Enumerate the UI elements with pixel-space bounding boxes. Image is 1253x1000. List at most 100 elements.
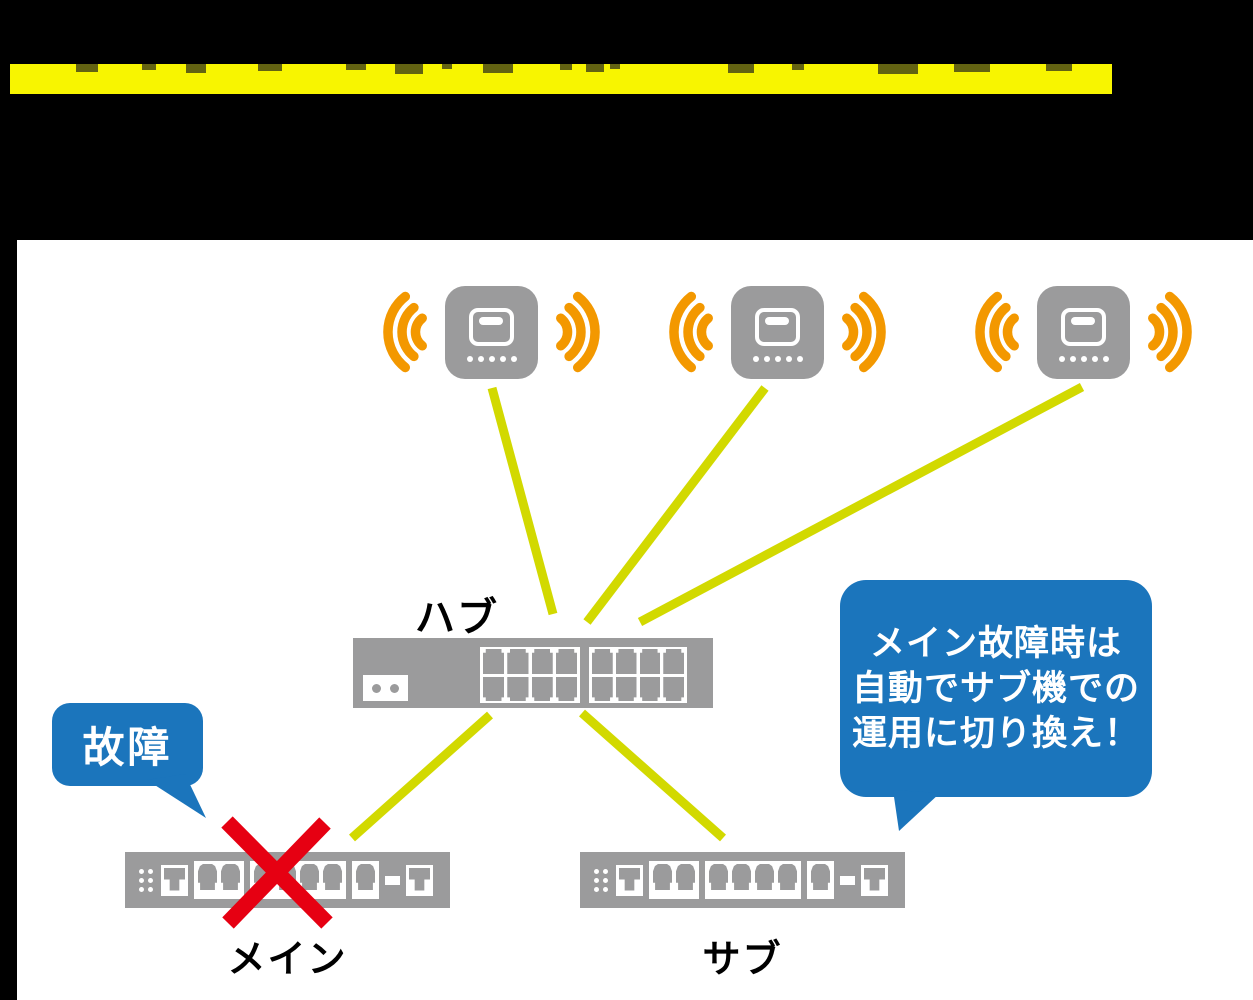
hub-port bbox=[531, 649, 553, 674]
device-port bbox=[653, 864, 672, 890]
device-port bbox=[732, 864, 751, 890]
highlight-title-bar bbox=[10, 64, 1112, 94]
hub-led bbox=[390, 683, 399, 693]
hub-port bbox=[639, 677, 661, 701]
hub-port bbox=[615, 677, 637, 701]
access-point-body bbox=[445, 285, 538, 379]
hub-port bbox=[663, 677, 684, 701]
ap-led-dots bbox=[445, 355, 538, 362]
main-device bbox=[125, 852, 450, 908]
wifi-waves-right-icon bbox=[1148, 291, 1192, 373]
device-port bbox=[221, 864, 240, 890]
device-port bbox=[277, 864, 296, 890]
diagram-panel: ハブ メイン サブ 故障 メイン故障時は 自動でサブ機での 運用に切り換え！ bbox=[17, 240, 1253, 1000]
hub-port bbox=[592, 677, 613, 701]
device-port-group bbox=[807, 861, 834, 899]
obscured-title-fragment bbox=[442, 64, 452, 69]
device-port-group bbox=[352, 861, 379, 899]
device-dash bbox=[840, 875, 855, 885]
hub-port bbox=[507, 677, 529, 701]
hub-port bbox=[483, 649, 505, 674]
failover-line-2: 自動でサブ機での bbox=[851, 669, 1140, 708]
device-socket-port bbox=[616, 864, 643, 896]
obscured-title-fragment bbox=[878, 64, 918, 74]
ap-top-panel bbox=[755, 307, 800, 346]
obscured-title-fragment bbox=[560, 64, 572, 70]
access-point-body bbox=[1037, 285, 1130, 379]
obscured-title-fragment bbox=[346, 64, 366, 70]
obscured-title-fragment bbox=[728, 64, 754, 73]
wifi-waves-left-icon bbox=[975, 291, 1019, 373]
obscured-title-fragment bbox=[483, 64, 513, 73]
hub-port bbox=[555, 677, 577, 701]
hub-port bbox=[531, 677, 553, 701]
cable-ap1-to-hub bbox=[487, 386, 558, 616]
wifi-waves-right-icon bbox=[556, 291, 600, 373]
device-port bbox=[254, 864, 273, 890]
wifi-waves-left-icon bbox=[669, 291, 713, 373]
ap-panel-slot bbox=[765, 316, 789, 325]
hub-led-panel bbox=[363, 675, 408, 701]
hub bbox=[353, 638, 713, 708]
hub-port bbox=[639, 649, 661, 674]
failure-callout-text: 故障 bbox=[82, 724, 173, 771]
hub-port bbox=[663, 649, 684, 674]
cable-hub-to-sub bbox=[579, 709, 726, 842]
device-port bbox=[676, 864, 695, 890]
wifi-waves-left-icon bbox=[383, 291, 427, 373]
obscured-title-fragment bbox=[610, 64, 620, 69]
hub-port bbox=[507, 649, 529, 674]
wifi-waves-right-icon bbox=[842, 291, 886, 373]
hub-port-block bbox=[589, 647, 687, 703]
access-point bbox=[370, 285, 613, 379]
obscured-title-fragment bbox=[186, 64, 206, 73]
ap-panel-slot bbox=[479, 316, 503, 325]
cable-hub-to-main bbox=[349, 711, 493, 842]
device-port bbox=[778, 864, 797, 890]
device-port bbox=[356, 864, 375, 890]
access-point bbox=[962, 285, 1205, 379]
device-dash bbox=[385, 875, 400, 885]
hub-port-block bbox=[480, 647, 580, 703]
ap-led-dots bbox=[731, 355, 824, 362]
hub-port bbox=[592, 649, 613, 674]
device-port bbox=[811, 864, 830, 890]
obscured-title-fragment bbox=[792, 64, 804, 70]
hub-port bbox=[483, 677, 505, 701]
device-port bbox=[709, 864, 728, 890]
cable-ap2-to-hub bbox=[583, 385, 769, 625]
device-port bbox=[198, 864, 217, 890]
sub-device-label: サブ bbox=[702, 939, 783, 981]
failover-line-1: メイン故障時は bbox=[869, 624, 1122, 663]
obscured-title-fragment bbox=[76, 64, 98, 72]
device-led-dots bbox=[594, 868, 608, 892]
device-led-dots bbox=[139, 868, 153, 892]
ap-top-panel bbox=[469, 307, 514, 346]
ap-top-panel bbox=[1061, 307, 1106, 346]
hub-port bbox=[555, 649, 577, 674]
access-point-body bbox=[731, 285, 824, 379]
obscured-title-fragment bbox=[586, 64, 604, 72]
obscured-title-fragment bbox=[1046, 64, 1072, 71]
failover-line-3: 運用に切り換え！ bbox=[851, 714, 1140, 753]
device-port-group bbox=[250, 861, 346, 899]
ap-led-dots bbox=[1037, 355, 1130, 362]
access-point bbox=[656, 285, 899, 379]
device-port bbox=[300, 864, 319, 890]
failure-callout: 故障 bbox=[52, 703, 203, 786]
sub-device bbox=[580, 852, 905, 908]
hub-label: ハブ bbox=[415, 596, 499, 640]
device-port bbox=[755, 864, 774, 890]
failover-callout: メイン故障時は 自動でサブ機での 運用に切り換え！ bbox=[840, 580, 1152, 797]
device-port-group bbox=[705, 861, 801, 899]
device-socket-port bbox=[406, 864, 433, 896]
device-port bbox=[323, 864, 342, 890]
obscured-title-fragment bbox=[395, 64, 423, 74]
hub-led bbox=[372, 683, 381, 693]
hub-port bbox=[615, 649, 637, 674]
ap-panel-slot bbox=[1071, 316, 1095, 325]
device-socket-port bbox=[861, 864, 888, 896]
device-socket-port bbox=[161, 864, 188, 896]
device-port-group bbox=[194, 861, 244, 899]
main-device-label: メイン bbox=[227, 939, 348, 981]
